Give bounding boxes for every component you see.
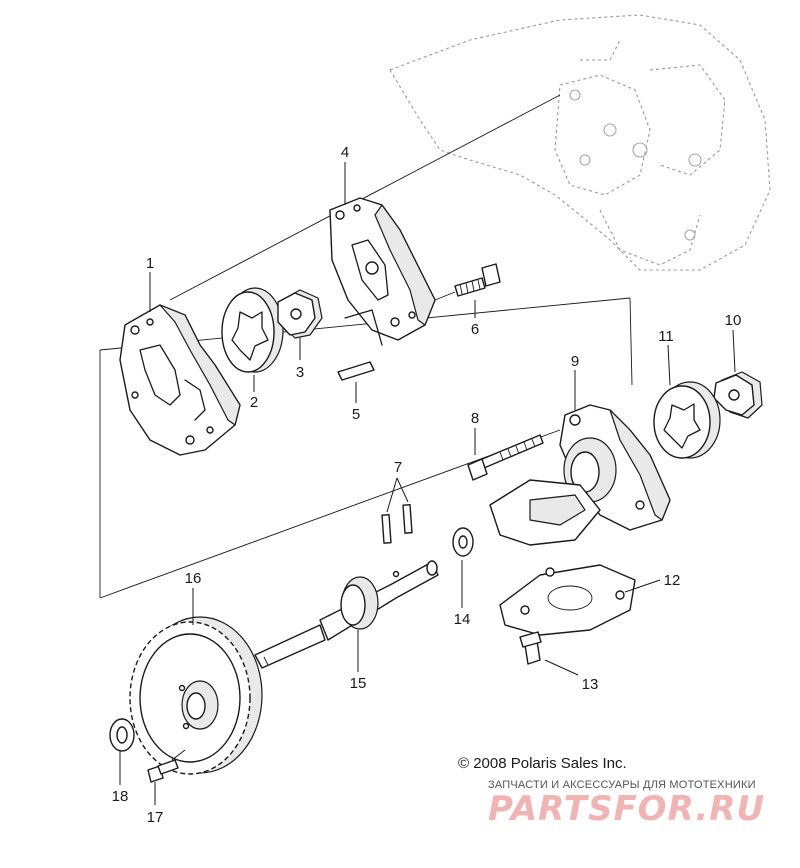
callout-4: 4 <box>341 144 349 161</box>
callout-14: 14 <box>454 611 471 628</box>
part-13-screw[interactable] <box>519 631 579 676</box>
part-8-long-bolt[interactable] <box>467 434 544 481</box>
callout-12: 12 <box>664 572 681 589</box>
part-2-outer-rotor[interactable] <box>221 287 284 373</box>
part-14-washer[interactable] <box>452 527 474 557</box>
part-4-pump-cover-plate[interactable] <box>329 197 436 341</box>
part-3-inner-rotor[interactable] <box>277 289 323 339</box>
watermark: ЗАПЧАСТИ И АКСЕССУАРЫ ДЛЯ МОТОТЕХНИКИ PA… <box>488 779 765 829</box>
callout-5: 5 <box>352 406 360 423</box>
callout-6: 6 <box>471 321 479 338</box>
callout-16: 16 <box>185 570 202 587</box>
part-15-pump-shaft[interactable] <box>254 560 439 669</box>
part-6-bolt[interactable] <box>434 263 501 301</box>
callout-7: 7 <box>394 459 402 476</box>
part-5-dowel-pin[interactable] <box>337 309 383 381</box>
part-11-outer-rotor[interactable] <box>653 381 721 459</box>
callout-17: 17 <box>147 809 164 826</box>
part-12-screen-gasket[interactable] <box>499 564 661 636</box>
callout-18: 18 <box>112 788 129 805</box>
callout-9: 9 <box>571 353 579 370</box>
callout-3: 3 <box>296 364 304 381</box>
callout-15: 15 <box>350 675 367 692</box>
part-17-screw[interactable] <box>147 749 186 783</box>
callout-8: 8 <box>471 410 479 427</box>
callout-10: 10 <box>725 312 742 329</box>
copyright-text: © 2008 Polaris Sales Inc. <box>458 755 627 772</box>
callout-11: 11 <box>658 328 674 345</box>
engine-case-ghost <box>389 14 771 271</box>
part-9-pump-body[interactable] <box>489 404 671 546</box>
part-7-pins[interactable] <box>381 477 413 544</box>
callout-labels: 1 2 3 4 5 6 7 8 9 10 11 12 13 14 15 16 1… <box>112 144 742 826</box>
watermark-brand: PARTSFOR.RU <box>488 789 765 829</box>
part-10-inner-rotor[interactable] <box>713 371 763 419</box>
part-16-drive-gear[interactable] <box>129 616 263 775</box>
callout-2: 2 <box>250 394 258 411</box>
part-18-washer[interactable] <box>109 718 135 752</box>
callout-1: 1 <box>146 255 154 272</box>
callout-leaders <box>119 162 736 805</box>
part-1-pump-housing-plate[interactable] <box>119 304 241 456</box>
callout-13: 13 <box>582 676 599 693</box>
watermark-subtitle: ЗАПЧАСТИ И АКСЕССУАРЫ ДЛЯ МОТОТЕХНИКИ <box>488 779 756 791</box>
